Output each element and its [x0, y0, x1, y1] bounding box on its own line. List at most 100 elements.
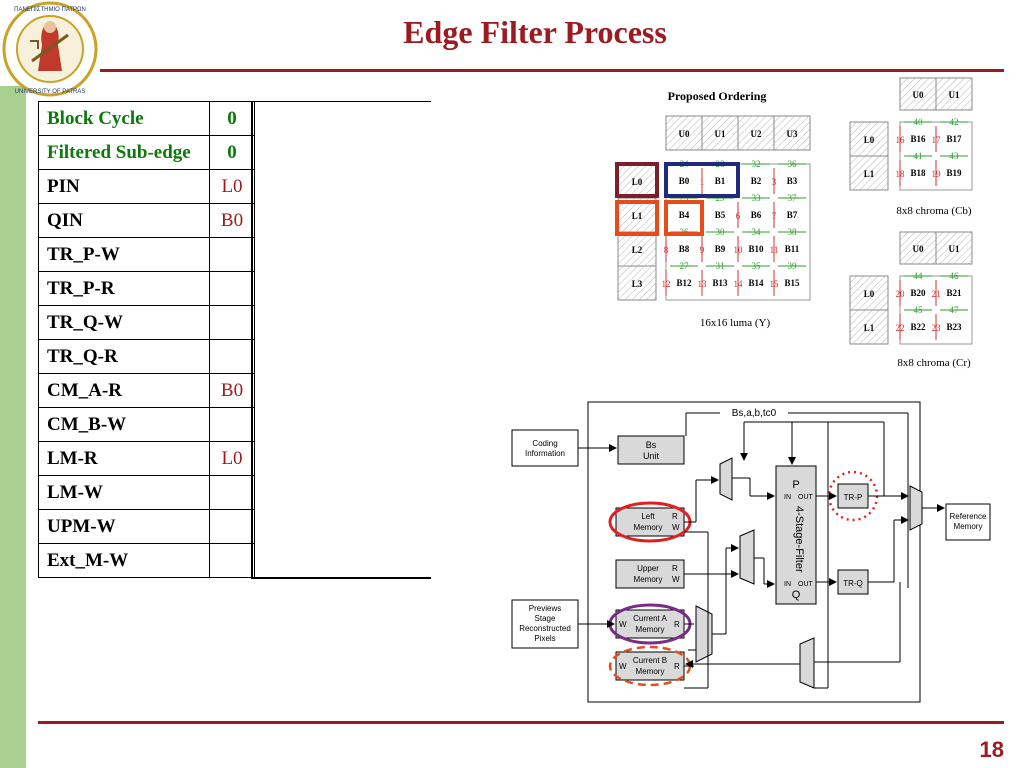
- horizontal-edge-number: 45: [914, 305, 924, 315]
- table-row: LM-W: [38, 475, 255, 510]
- mux-middle: [739, 529, 755, 585]
- block-label: B2: [751, 176, 762, 186]
- top-label-cell: [899, 231, 937, 265]
- left-label: L2: [632, 245, 643, 255]
- horizontal-edge-number: 44: [914, 271, 924, 281]
- current-b-memory-box: [615, 651, 685, 681]
- row-value: [209, 305, 255, 340]
- row-value: [209, 339, 255, 374]
- horizontal-edge-number: 37: [788, 193, 798, 203]
- previews-line1: Previews: [529, 604, 561, 613]
- row-label: QIN: [38, 203, 210, 238]
- left-label: L1: [632, 211, 643, 221]
- upper-memory-line1: Upper: [637, 564, 659, 573]
- horizontal-edge-number: 35: [752, 261, 762, 271]
- previews-box: [511, 599, 579, 649]
- row-label: CM_B-W: [38, 407, 210, 442]
- ref-memory-line1: Reference: [950, 512, 987, 521]
- row-label: PIN: [38, 169, 210, 204]
- current-a-memory-box: [615, 609, 685, 639]
- horizontal-edge-number: 31: [716, 261, 725, 271]
- row-value: [209, 237, 255, 272]
- upper-memory-box: [615, 559, 685, 589]
- block-label: B1: [715, 176, 726, 186]
- table-row: TR_P-W: [38, 237, 255, 272]
- row-value: [209, 543, 255, 578]
- left-label-cell: [849, 275, 889, 311]
- four-stage-filter: [775, 465, 817, 605]
- coding-information-box: [511, 429, 579, 467]
- vertical-edge-number: 1: [700, 177, 705, 187]
- vertical-edge-number: 16: [896, 135, 906, 145]
- row-value: B0: [209, 203, 255, 238]
- mux-bottom: [799, 637, 815, 689]
- row-label: UPM-W: [38, 509, 210, 544]
- block-label: B20: [910, 288, 926, 298]
- vertical-edge-number: 19: [932, 169, 942, 179]
- block-label: B15: [784, 278, 800, 288]
- current-a-line1: Current A: [633, 614, 667, 623]
- vertical-edge-number: 10: [734, 245, 744, 255]
- upper-memory-r: R: [672, 564, 678, 573]
- left-label-cell: [617, 231, 657, 267]
- vertical-edge-number: 18: [896, 169, 906, 179]
- b4-highlight: [664, 200, 704, 236]
- filter-q-out: OUT: [798, 581, 814, 588]
- top-label: U1: [949, 244, 960, 254]
- row-value: B0: [209, 373, 255, 408]
- timeline-bottom-line: [253, 577, 431, 579]
- left-label: L3: [632, 279, 643, 289]
- block-label: B9: [715, 244, 726, 254]
- vertical-edge-number: 15: [770, 279, 780, 289]
- block-label: B10: [748, 244, 764, 254]
- block-label: B21: [946, 288, 962, 298]
- row-label: TR_Q-R: [38, 339, 210, 374]
- left-memory-r: R: [672, 512, 678, 521]
- horizontal-edge-number: 42: [950, 117, 959, 127]
- horizontal-edge-number: 47: [950, 305, 960, 315]
- left-memory-line1: Left: [641, 512, 655, 521]
- filter-p-out: OUT: [798, 494, 814, 501]
- b0-b1-highlight: [664, 162, 740, 198]
- row-value: L0: [209, 441, 255, 476]
- left-label-cell: [849, 121, 889, 157]
- architecture-diagram: Coding Information Previews Stage Recons…: [511, 401, 991, 703]
- row-label: Block Cycle: [38, 101, 210, 136]
- row-label: LM-R: [38, 441, 210, 476]
- vertical-edge-number: 17: [932, 135, 942, 145]
- block-label: B6: [751, 210, 762, 220]
- vertical-edge-number: 8: [664, 245, 669, 255]
- row-label: Filtered Sub-edge: [38, 135, 210, 170]
- block-label: B3: [787, 176, 798, 186]
- svg-text:UNIVERSITY OF PATRAS: UNIVERSITY OF PATRAS: [15, 89, 86, 95]
- cr-caption: 8x8 chroma (Cr): [897, 357, 971, 369]
- page-number: 18: [979, 737, 1004, 762]
- block-label: B12: [676, 278, 692, 288]
- svg-text:ΠΑΝΕΠΙΣΤΗΜΙΟ ΠΑΤΡΩΝ: ΠΑΝΕΠΙΣΤΗΜΙΟ ΠΑΤΡΩΝ: [14, 7, 86, 13]
- vertical-edge-number: 14: [734, 279, 744, 289]
- current-b-line2: Memory: [636, 667, 665, 676]
- current-b-r: R: [674, 662, 680, 671]
- current-a-w: W: [619, 620, 627, 629]
- luma-caption: 16x16 luma (Y): [700, 317, 771, 329]
- top-label: U2: [751, 129, 762, 139]
- l0-highlight: [615, 162, 659, 198]
- block-label: B5: [715, 210, 726, 220]
- left-label: L1: [864, 169, 875, 179]
- horizontal-edge-number: 34: [752, 227, 762, 237]
- block-label: B13: [712, 278, 728, 288]
- horizontal-edge-number: 27: [680, 261, 690, 271]
- vertical-edge-number: 12: [662, 279, 671, 289]
- block-label: B23: [946, 322, 962, 332]
- row-value: 0: [209, 101, 255, 136]
- vertical-edge-number: 9: [700, 245, 705, 255]
- block-label: B4: [679, 210, 690, 220]
- previews-line2: Stage: [535, 614, 556, 623]
